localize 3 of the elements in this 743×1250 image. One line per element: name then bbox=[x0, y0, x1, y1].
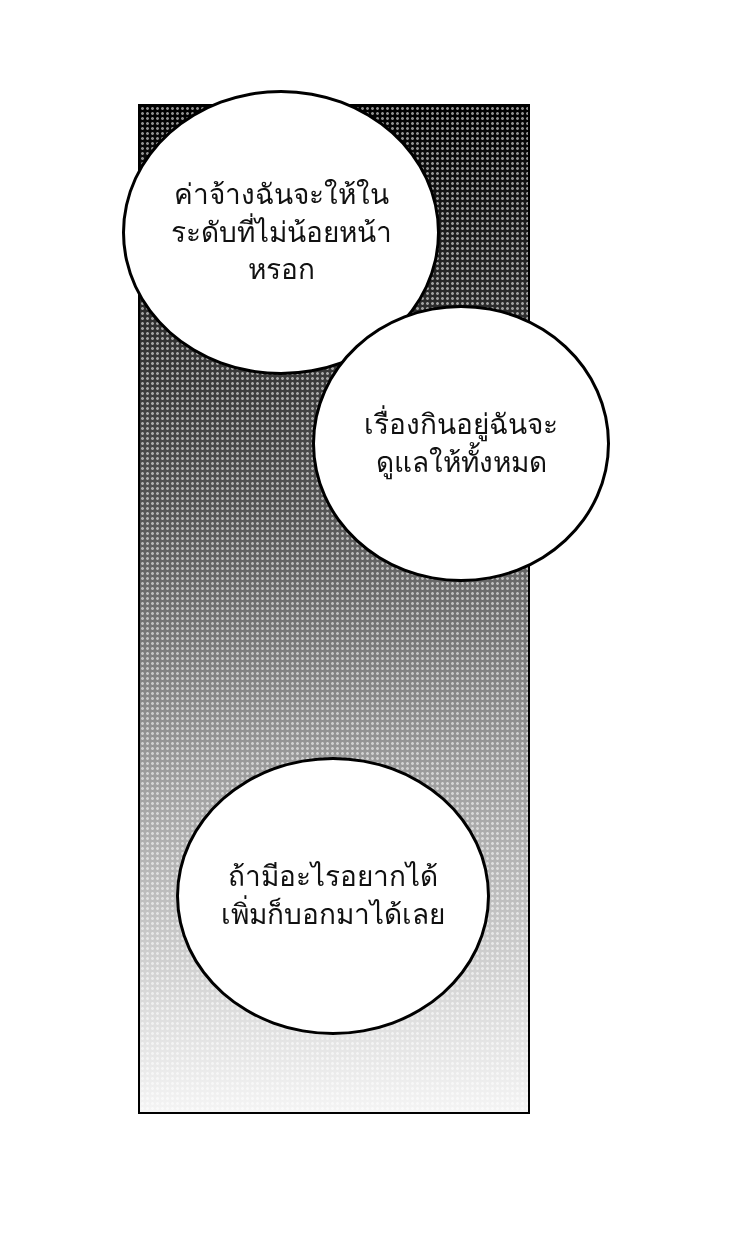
dialogue-text: ค่าจ้างฉันจะให้ในระดับที่ไม่น้อยหน้าหรอก bbox=[169, 176, 393, 289]
dialogue-text: ถ้ามีอะไรอยากได้เพิ่มก็บอกมาได้เลย bbox=[220, 859, 446, 933]
dialogue-text: เรื่องกินอยู่ฉันจะดูแลให้ทั้งหมด bbox=[363, 405, 559, 482]
